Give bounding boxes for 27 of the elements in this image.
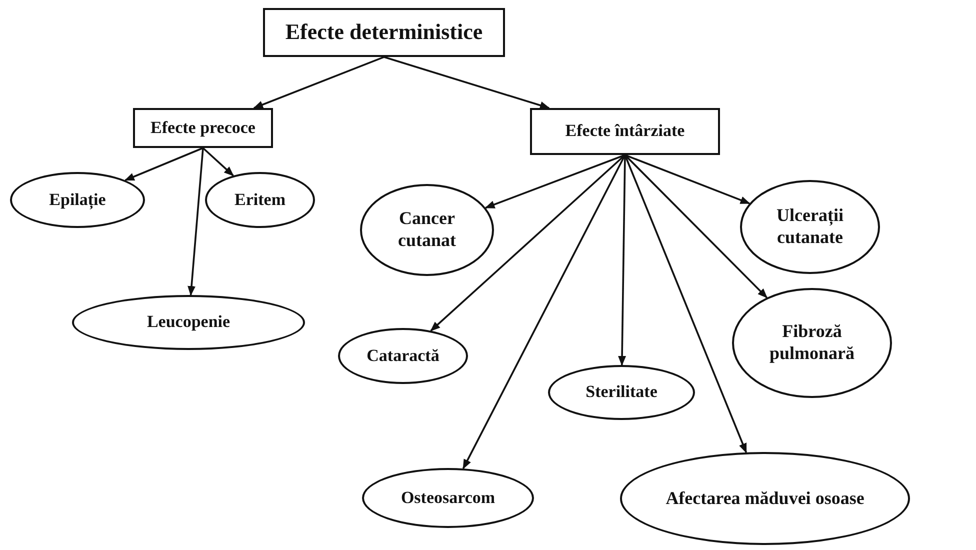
arrow — [624, 154, 768, 298]
node-label: Epilație — [49, 190, 106, 210]
node-label: Cancer cutanat — [397, 208, 457, 252]
arrow — [624, 154, 748, 454]
arrow — [253, 56, 384, 109]
arrow — [124, 147, 204, 182]
arrow — [624, 154, 750, 204]
arrow — [384, 56, 550, 110]
node-label: Afectarea măduvei osoase — [666, 488, 864, 510]
node-label: Efecte precoce — [150, 118, 256, 138]
node-label: Efecte întârziate — [565, 121, 685, 142]
arrow — [202, 147, 234, 176]
node-label: Efecte deterministice — [285, 19, 483, 46]
arrow — [462, 154, 626, 470]
category-box — [133, 108, 273, 148]
node-label: Osteosarcom — [400, 488, 496, 508]
node-label: Ulcerații cutanate — [776, 205, 844, 249]
arrow — [618, 154, 626, 366]
node-label: Fibroză pulmonară — [768, 321, 856, 365]
category-box — [530, 108, 720, 155]
arrow — [484, 154, 626, 209]
node-label: Leucopenie — [146, 312, 230, 333]
node-label: Cataractă — [366, 346, 440, 366]
category-box — [263, 8, 505, 57]
node-label: Sterilitate — [586, 382, 658, 403]
arrow — [188, 148, 204, 296]
node-label: Eritem — [234, 190, 286, 210]
